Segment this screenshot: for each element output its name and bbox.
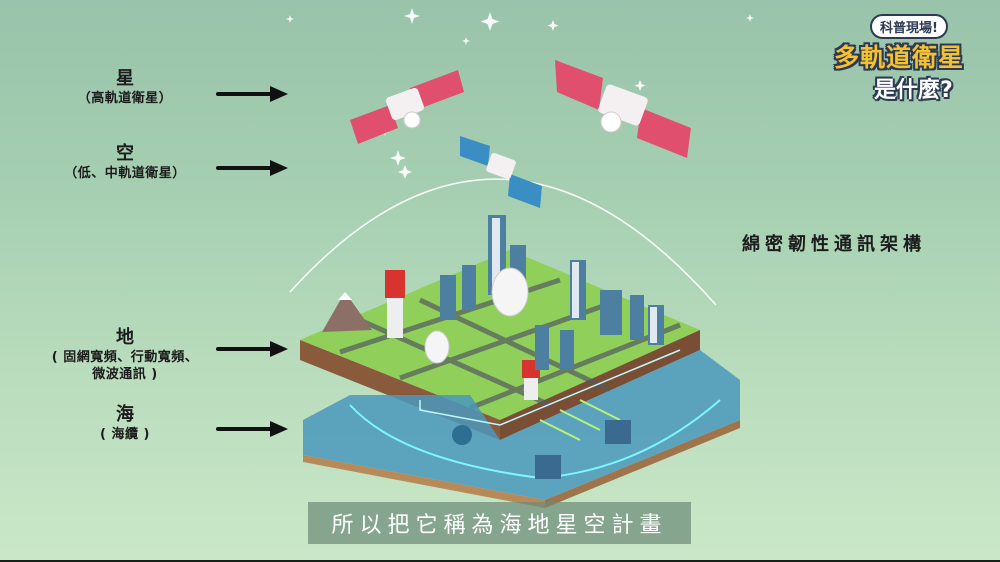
arrow-right-icon	[216, 86, 288, 102]
layer-title: 地	[116, 327, 134, 348]
logo-bubble: 科普現場!	[870, 14, 948, 39]
land-layer	[300, 215, 700, 440]
satellite-icon	[460, 136, 542, 208]
layer-label-star: 星 （高軌道衛星）	[60, 68, 190, 107]
subtitle-text: 所以把它稱為海地星空計畫	[331, 513, 668, 538]
logo-subtitle: 是什麼?	[874, 78, 953, 103]
show-logo: 科普現場! 多軌道衛星 是什麼?	[830, 8, 990, 103]
layer-label-sea: 海 ( 海纜 )	[60, 404, 190, 443]
layer-description-cont: 微波通訊 )	[92, 367, 158, 382]
layer-title: 海	[116, 404, 134, 425]
arrow-right-icon	[216, 341, 288, 357]
arrow-right-icon	[216, 160, 288, 176]
layer-title: 星	[116, 68, 134, 89]
bottom-edge	[0, 560, 1000, 562]
sea-layer	[303, 349, 740, 508]
architecture-caption: 綿密韌性通訊架構	[742, 234, 926, 255]
subtitle-caption-box: 所以把它稱為海地星空計畫	[308, 502, 691, 544]
arrow-right-icon	[216, 421, 288, 437]
satellite-icon	[350, 70, 464, 144]
layer-label-land: 地 ( 固網寬頻、行動寬頻、 微波通訊 )	[30, 327, 220, 383]
logo-title: 多軌道衛星	[834, 43, 965, 72]
layer-title: 空	[116, 143, 134, 164]
layer-description: ( 海纜 )	[100, 427, 150, 442]
satellite-icon	[555, 60, 691, 158]
layer-description: ( 固網寬頻、行動寬頻、	[51, 350, 199, 365]
layer-description: （低、中軌道衛星）	[64, 166, 186, 181]
layer-label-sky: 空 （低、中軌道衛星）	[50, 143, 200, 182]
layer-description: （高軌道衛星）	[77, 91, 173, 106]
